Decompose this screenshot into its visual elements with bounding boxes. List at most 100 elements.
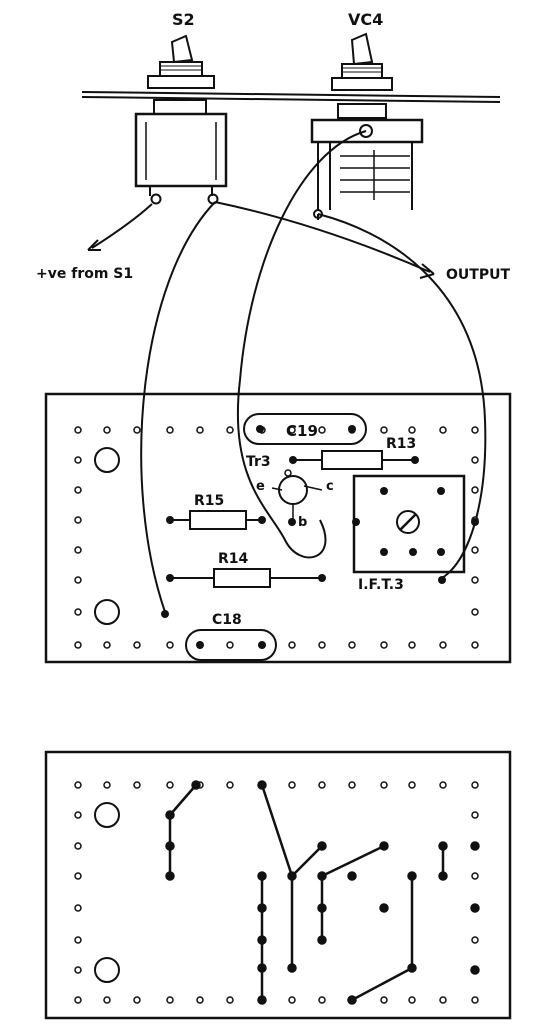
label-emitter: e	[256, 479, 265, 494]
pcb-hole	[166, 996, 174, 1004]
pcb-hole	[317, 841, 327, 851]
label-plus-ve-from-s1: +ve from S1	[36, 266, 133, 282]
pcb-hole	[439, 996, 447, 1004]
pcb-hole	[288, 996, 296, 1004]
label-ift3: I.F.T.3	[358, 577, 404, 593]
pcb-hole	[380, 996, 388, 1004]
pcb-hole	[165, 871, 175, 881]
pcb-hole	[74, 546, 82, 554]
pcb-hole	[74, 608, 82, 616]
pcb-hole	[380, 641, 388, 649]
pcb-hole	[74, 904, 82, 912]
pcb-hole	[226, 996, 234, 1004]
pcb-hole	[407, 871, 417, 881]
pcb-hole	[103, 426, 111, 434]
pcb-hole	[103, 641, 111, 649]
label-vc4: VC4	[348, 10, 383, 29]
pcb-hole	[288, 641, 296, 649]
pcb-hole	[133, 641, 141, 649]
arrow-plus-ve: +ve from S1	[36, 203, 153, 282]
pcb-hole	[226, 426, 234, 434]
pcb-hole	[471, 546, 479, 554]
pcb-hole	[318, 781, 326, 789]
pcb-hole	[318, 641, 326, 649]
pcb-hole	[471, 781, 479, 789]
pcb-hole	[439, 781, 447, 789]
pcb-hole	[226, 781, 234, 789]
pcb-hole	[407, 963, 417, 973]
pcb-hole	[471, 486, 479, 494]
label-collector: c	[326, 479, 334, 494]
pcb-hole	[379, 903, 389, 913]
switch-s2: S2	[134, 10, 228, 205]
pcb-hole	[471, 996, 479, 1004]
pcb-hole	[408, 641, 416, 649]
pcb-hole	[103, 781, 111, 789]
pcb-hole	[133, 781, 141, 789]
pcb-hole	[470, 903, 480, 913]
front-panel	[81, 91, 501, 103]
pcb-hole	[133, 996, 141, 1004]
pcb-hole	[165, 810, 175, 820]
pcb-hole	[380, 426, 388, 434]
pcb-hole	[471, 576, 479, 584]
label-tr3: Tr3	[246, 454, 271, 470]
pcb-hole	[257, 963, 267, 973]
pcb-hole	[471, 936, 479, 944]
capacitor-c18: C18	[185, 612, 277, 661]
variable-capacitor-vc4: VC4	[310, 10, 424, 219]
pcb-hole	[471, 641, 479, 649]
pcb-hole	[74, 486, 82, 494]
pcb-hole	[408, 781, 416, 789]
transistor-tr3: Tr3 e c b	[246, 454, 334, 530]
pcb-hole	[74, 426, 82, 434]
pcb-hole	[257, 995, 267, 1005]
pcb-hole	[74, 996, 82, 1004]
pcb-hole	[196, 996, 204, 1004]
pcb-hole	[74, 872, 82, 880]
pcb-hole	[347, 995, 357, 1005]
pcb-hole	[317, 935, 327, 945]
pcb-hole	[257, 935, 267, 945]
board-component-side: C19 Tr3 e c b R13	[44, 392, 512, 664]
pcb-hole	[471, 608, 479, 616]
pcb-hole	[348, 781, 356, 789]
pcb-hole	[471, 811, 479, 819]
resistor-r13: R13	[289, 436, 419, 470]
label-c19: C19	[286, 422, 318, 440]
label-r14: R14	[218, 551, 249, 567]
pcb-hole	[166, 641, 174, 649]
label-r13: R13	[386, 436, 416, 452]
pcb-hole	[74, 456, 82, 464]
pcb-hole	[74, 576, 82, 584]
capacitor-c19: C19	[243, 413, 367, 445]
transformer-ift3: I.F.T.3	[352, 474, 479, 593]
pcb-hole	[257, 871, 267, 881]
pcb-hole	[288, 426, 296, 434]
pcb-hole	[379, 841, 389, 851]
pcb-hole	[439, 641, 447, 649]
pcb-hole	[133, 426, 141, 434]
pcb-hole	[191, 780, 201, 790]
pcb-hole	[74, 516, 82, 524]
pcb-hole	[471, 426, 479, 434]
board-track-side	[44, 750, 512, 1020]
pcb-hole	[74, 811, 82, 819]
pcb-hole	[74, 641, 82, 649]
label-s2: S2	[172, 10, 195, 29]
pcb-hole	[257, 903, 267, 913]
pcb-hole	[318, 996, 326, 1004]
pcb-hole	[438, 841, 448, 851]
pcb-hole	[471, 456, 479, 464]
pcb-hole	[408, 426, 416, 434]
pcb-hole	[74, 966, 82, 974]
pcb-hole	[226, 641, 234, 649]
copper-links	[168, 784, 445, 1002]
resistor-r15: R15	[166, 493, 266, 530]
pcb-hole	[317, 871, 327, 881]
pcb-hole	[74, 936, 82, 944]
label-output: OUTPUT	[446, 267, 510, 283]
pcb-hole	[347, 871, 357, 881]
pcb-hole	[348, 641, 356, 649]
